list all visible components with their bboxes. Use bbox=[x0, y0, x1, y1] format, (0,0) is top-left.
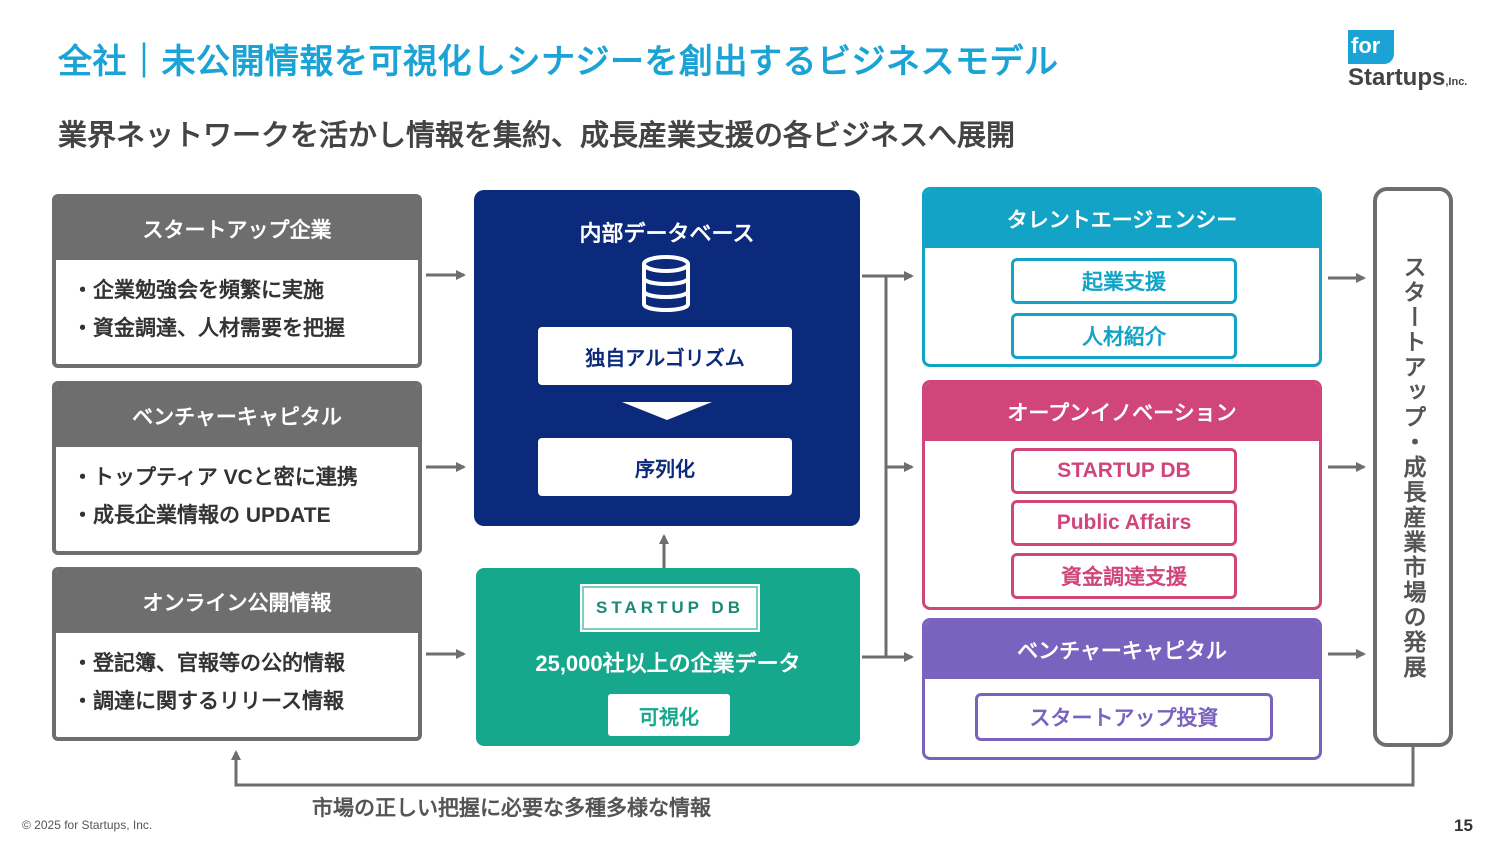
logo-line2: Startups bbox=[1348, 64, 1446, 91]
logo-suffix: ,Inc. bbox=[1445, 76, 1468, 88]
feedback-loop bbox=[231, 747, 1415, 787]
down-triangle-icon bbox=[622, 402, 712, 420]
business-item: 起業支援 bbox=[1011, 258, 1237, 304]
source-startups: スタートアップ企業 ・企業勉強会を頻繁に実施 ・資金調達、人材需要を把握 bbox=[52, 194, 422, 368]
algorithm-step: 独自アルゴリズム bbox=[538, 327, 792, 385]
startup-db-box: STARTUP DB 25,000社以上の企業データ 可視化 bbox=[476, 568, 860, 746]
internal-database-box: 内部データベース 独自アルゴリズム 序列化 bbox=[474, 190, 860, 526]
business-item: Public Affairs bbox=[1011, 500, 1237, 546]
business-header: オープンイノベーション bbox=[925, 383, 1319, 441]
source-header: スタートアップ企業 bbox=[56, 198, 418, 260]
source-header: ベンチャーキャピタル bbox=[56, 385, 418, 447]
page-subtitle: 業界ネットワークを活かし情報を集約、成長産業支援の各ビジネスへ展開 bbox=[58, 120, 1016, 152]
source-vc: ベンチャーキャピタル ・トップティア VCと密に連携 ・成長企業情報の UPDA… bbox=[52, 381, 422, 555]
source-item: ・調達に関するリリース情報 bbox=[72, 690, 344, 713]
business-header: タレントエージェンシー bbox=[925, 190, 1319, 248]
source-online: オンライン公開情報 ・登記簿、官報等の公的情報 ・調達に関するリリース情報 bbox=[52, 567, 422, 741]
page-title: 全社｜未公開情報を可視化しシナジーを創出するビジネスモデル bbox=[58, 43, 1059, 81]
source-item: ・登記簿、官報等の公的情報 bbox=[72, 652, 345, 675]
visualize-label: 可視化 bbox=[608, 694, 730, 736]
ranking-step: 序列化 bbox=[538, 438, 792, 496]
logo-line1: for bbox=[1351, 33, 1381, 58]
source-item: ・資金調達、人材需要を把握 bbox=[72, 317, 345, 340]
business-item: 人材紹介 bbox=[1011, 313, 1237, 359]
business-item: 資金調達支援 bbox=[1011, 553, 1237, 599]
source-item: ・企業勉強会を頻繁に実施 bbox=[72, 279, 324, 302]
feedback-label: 市場の正しい把握に必要な多種多様な情報 bbox=[312, 797, 711, 820]
business-venture-capital: ベンチャーキャピタル スタートアップ投資 bbox=[922, 618, 1322, 760]
source-header: オンライン公開情報 bbox=[56, 571, 418, 633]
startup-db-logo: STARTUP DB bbox=[580, 584, 760, 632]
company-logo: for Startups,Inc. bbox=[1348, 30, 1478, 92]
source-item: ・トップティア VCと密に連携 bbox=[72, 466, 358, 489]
business-item: STARTUP DB bbox=[1011, 448, 1237, 494]
page-number: 15 bbox=[1454, 816, 1473, 835]
business-item: スタートアップ投資 bbox=[975, 693, 1273, 741]
database-icon bbox=[642, 255, 690, 312]
outcome-box: スタートアップ・成長産業市場の発展 bbox=[1373, 187, 1453, 747]
outcome-text: スタートアップ・成長産業市場の発展 bbox=[1400, 254, 1426, 680]
source-item: ・成長企業情報の UPDATE bbox=[72, 504, 331, 527]
internal-db-header: 内部データベース bbox=[579, 221, 755, 246]
business-talent-agency: タレントエージェンシー 起業支援 人材紹介 bbox=[922, 187, 1322, 367]
business-header: ベンチャーキャピタル bbox=[925, 621, 1319, 679]
startup-db-text: 25,000社以上の企業データ bbox=[535, 651, 801, 676]
business-open-innovation: オープンイノベーション STARTUP DB Public Affairs 資金… bbox=[922, 380, 1322, 610]
copyright: © 2025 for Startups, Inc. bbox=[22, 818, 153, 832]
